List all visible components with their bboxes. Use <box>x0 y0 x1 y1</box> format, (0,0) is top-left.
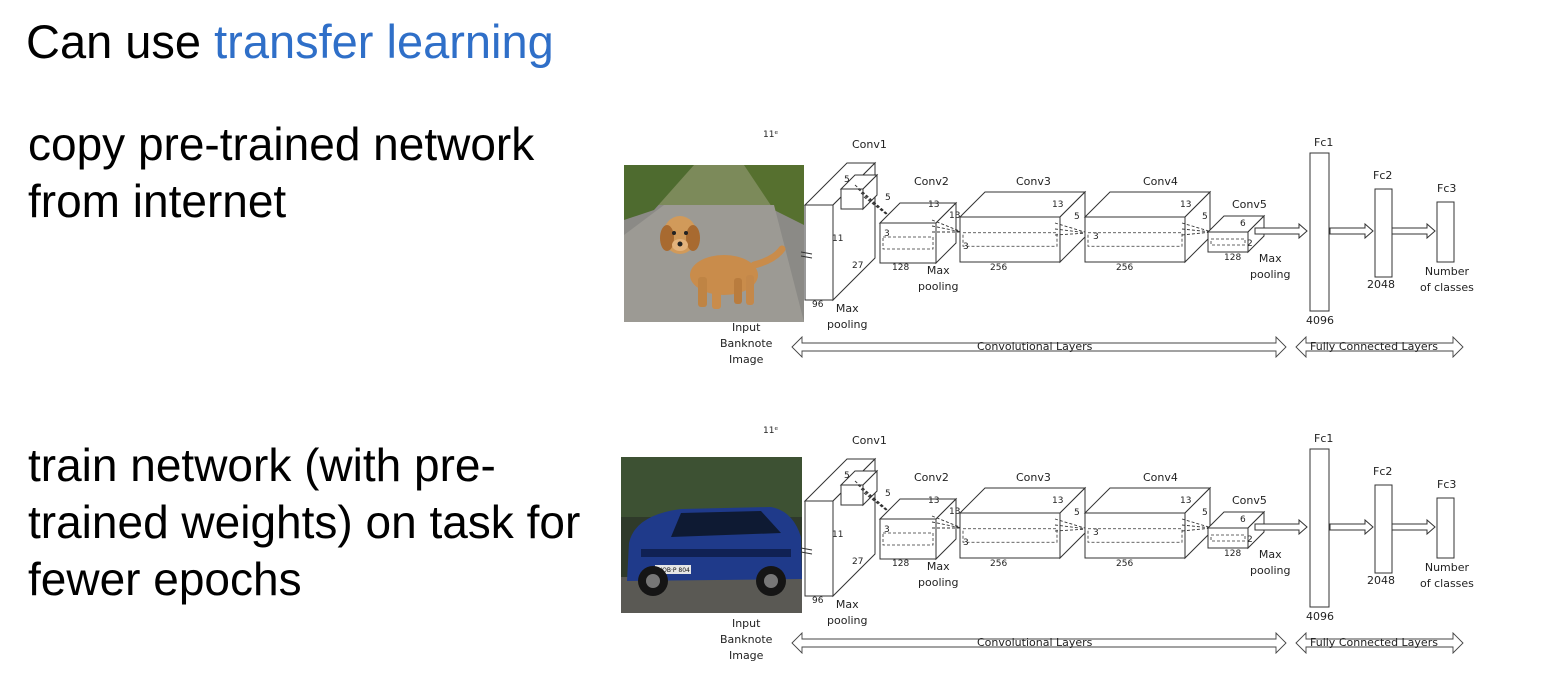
label-n11: 11 <box>832 234 844 244</box>
label-n2: 2 <box>1247 239 1253 249</box>
label-n5a: 5 <box>844 175 850 185</box>
label-n27: 27 <box>852 557 864 567</box>
label-fc3: Fc3 <box>1437 478 1457 491</box>
label-conv2: Conv2 <box>914 471 949 484</box>
label-n6: 6 <box>1240 515 1246 525</box>
label-n128b: 128 <box>1224 253 1242 263</box>
label-kernel-label: 11ᵉ <box>763 426 779 436</box>
title-prefix: Can use <box>26 15 215 68</box>
label-conv-layers: Convolutional Layers <box>977 636 1093 649</box>
puppy-photo <box>624 165 804 322</box>
label-n5a: 5 <box>844 471 850 481</box>
label-n3b: 3 <box>963 242 969 252</box>
label-n5d: 5 <box>1202 508 1208 518</box>
label-input: Input Banknote Image <box>720 321 773 366</box>
label-n2048: 2048 <box>1367 574 1395 587</box>
label-n5d: 5 <box>1202 212 1208 222</box>
label-n2048: 2048 <box>1367 278 1395 291</box>
label-n13c: 13 <box>1180 496 1192 506</box>
label-n13d: 13 <box>949 507 961 517</box>
label-conv5: Conv5 <box>1232 198 1267 211</box>
label-conv5: Conv5 <box>1232 494 1267 507</box>
label-fc2: Fc2 <box>1373 169 1393 182</box>
label-fc3: Fc3 <box>1437 182 1457 195</box>
label-n96: 96 <box>812 300 824 310</box>
label-maxpool3: Max pooling <box>1250 252 1291 281</box>
label-n13a: 13 <box>928 496 940 506</box>
label-n3c: 3 <box>1093 232 1099 242</box>
title-transfer-learning: transfer learning <box>214 15 554 68</box>
label-num-classes: Number of classes <box>1420 561 1474 590</box>
label-n27: 27 <box>852 261 864 271</box>
label-n5b: 5 <box>885 489 891 499</box>
label-maxpool1: Max pooling <box>827 598 868 627</box>
label-conv3: Conv3 <box>1016 175 1051 188</box>
label-n256a: 256 <box>990 559 1008 569</box>
label-fc-layers: Fully Connected Layers <box>1310 340 1438 353</box>
label-n13c: 13 <box>1180 200 1192 210</box>
label-n11: 11 <box>832 530 844 540</box>
label-n13d: 13 <box>949 211 961 221</box>
label-conv-layers: Convolutional Layers <box>977 340 1093 353</box>
label-n256a: 256 <box>990 263 1008 273</box>
label-conv2: Conv2 <box>914 175 949 188</box>
label-n256b: 256 <box>1116 559 1134 569</box>
label-n3b: 3 <box>963 538 969 548</box>
label-fc-layers: Fully Connected Layers <box>1310 636 1438 649</box>
label-n13b: 13 <box>1052 496 1064 506</box>
label-n3a: 3 <box>884 525 890 535</box>
step-copy-pretrained: copy pre-trained network from internet <box>28 118 535 227</box>
plate-text: WOB·P 804 <box>656 567 690 574</box>
label-conv4: Conv4 <box>1143 175 1178 188</box>
label-conv1: Conv1 <box>852 138 887 151</box>
label-n128a: 128 <box>892 263 910 273</box>
label-maxpool3: Max pooling <box>1250 548 1291 577</box>
label-num-classes: Number of classes <box>1420 265 1474 294</box>
label-n5c: 5 <box>1074 212 1080 222</box>
label-n6: 6 <box>1240 219 1246 229</box>
label-n3c: 3 <box>1093 528 1099 538</box>
label-n256b: 256 <box>1116 263 1134 273</box>
label-n128b: 128 <box>1224 549 1242 559</box>
label-input: Input Banknote Image <box>720 617 773 662</box>
label-fc1: Fc1 <box>1314 136 1334 149</box>
label-conv3: Conv3 <box>1016 471 1051 484</box>
label-maxpool1: Max pooling <box>827 302 868 331</box>
label-n13a: 13 <box>928 200 940 210</box>
label-maxpool2: Max pooling <box>918 264 959 293</box>
label-conv4: Conv4 <box>1143 471 1178 484</box>
cnn-architecture-graphic <box>791 448 1464 655</box>
label-n4096: 4096 <box>1306 314 1334 327</box>
label-n128a: 128 <box>892 559 910 569</box>
label-n2: 2 <box>1247 535 1253 545</box>
label-n3a: 3 <box>884 229 890 239</box>
label-n4096: 4096 <box>1306 610 1334 623</box>
step-train-network: train network (with pre-trained weights)… <box>28 439 581 605</box>
slide-title: Can use transfer learning <box>26 14 554 70</box>
cnn-architecture-graphic <box>791 152 1464 359</box>
label-conv1: Conv1 <box>852 434 887 447</box>
label-n96: 96 <box>812 596 824 606</box>
label-fc2: Fc2 <box>1373 465 1393 478</box>
label-n5b: 5 <box>885 193 891 203</box>
label-kernel-label: 11ᵉ <box>763 130 779 140</box>
label-n13b: 13 <box>1052 200 1064 210</box>
label-fc1: Fc1 <box>1314 432 1334 445</box>
label-maxpool2: Max pooling <box>918 560 959 589</box>
car-photo: WOB·P 804 <box>621 457 802 613</box>
label-n5c: 5 <box>1074 508 1080 518</box>
